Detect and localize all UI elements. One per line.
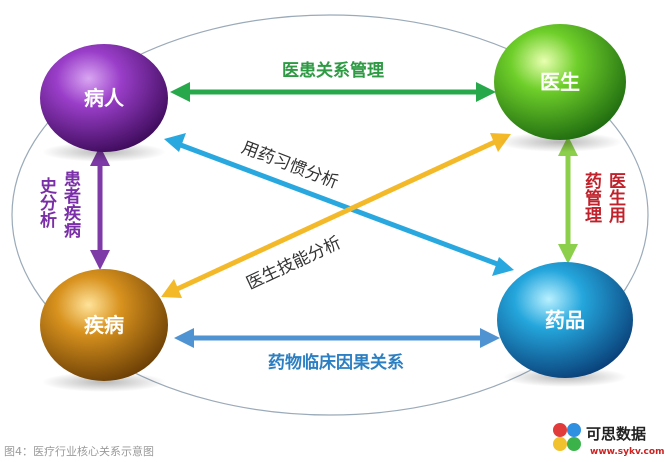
arrow-doctor-drug	[558, 136, 578, 264]
label-patient-disease-left: 史分析	[36, 176, 57, 229]
arrow-patient-doctor	[170, 82, 496, 102]
logo-mark-icon	[553, 423, 581, 451]
label-doctor-drug-right: 医生用	[605, 172, 626, 224]
site-logo: 可思数据 www.sykv.com	[553, 423, 664, 457]
arrow-patient-drug	[164, 133, 514, 276]
background-ellipse	[11, 14, 649, 416]
node-disease[interactable]: 疾病	[40, 269, 168, 381]
label-patient-disease-right: 患者疾病	[60, 170, 82, 239]
arrow-disease-drug	[174, 328, 500, 348]
figure-caption: 图4：医疗行业核心关系示意图	[4, 444, 154, 458]
arrow-patient-disease	[90, 146, 110, 270]
logo-title: 可思数据	[586, 425, 646, 443]
logo-url: www.sykv.com	[590, 447, 664, 457]
node-disease-label: 疾病	[84, 313, 124, 337]
label-disease-drug: 药物临床因果关系	[268, 352, 404, 373]
label-doctor-drug-left: 药管理	[581, 171, 602, 223]
node-drug[interactable]: 药品	[497, 262, 633, 378]
node-doctor-label: 医生	[540, 70, 580, 94]
node-patient-label: 病人	[84, 86, 125, 110]
node-doctor[interactable]: 医生	[494, 24, 626, 140]
label-patient-doctor: 医患关系管理	[282, 60, 384, 81]
label-doctor-disease: 医生技能分析	[243, 233, 344, 294]
node-drug-label: 药品	[545, 308, 585, 332]
node-patient[interactable]: 病人	[40, 44, 168, 152]
